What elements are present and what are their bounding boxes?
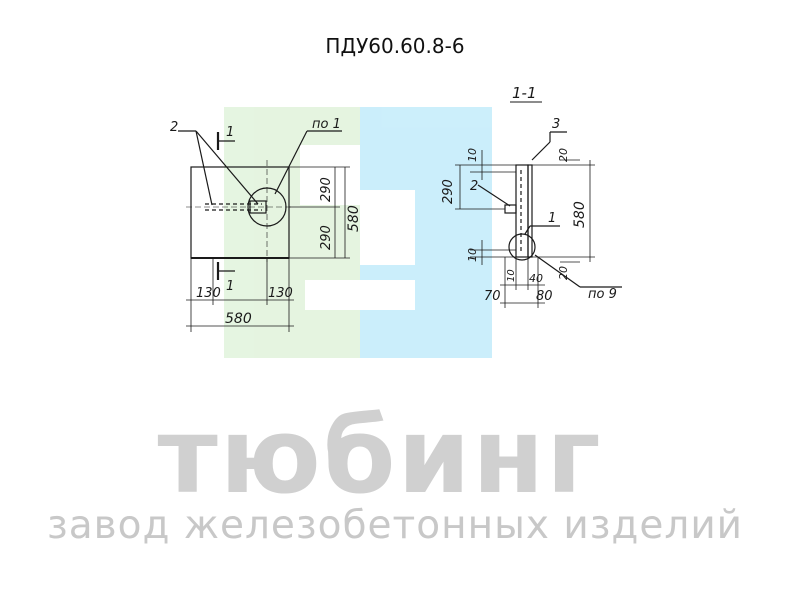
plan-section-mark-top-label: 1 [226, 125, 234, 140]
watermark-logo [224, 107, 492, 358]
plan-section-mark-bottom-label: 1 [226, 279, 234, 294]
leader-2-section-line [477, 184, 511, 207]
section-label-part3: 3 [552, 117, 560, 132]
section-dim-bottom-b: 40 [529, 272, 543, 285]
leader-2-line-a [195, 130, 213, 206]
logo-cutout-1 [300, 145, 360, 205]
leader-1-line [524, 225, 531, 235]
section-dim-bottom-left: 70 [484, 289, 501, 304]
plan-dim-right-offset: 130 [268, 286, 293, 301]
logo-cutout-2 [360, 190, 415, 265]
plan-dim-total-width: 580 [225, 311, 252, 327]
watermark-tagline: завод железобетонных изделий [46, 503, 744, 548]
section-anchor-circle [508, 233, 536, 261]
leader-po9-line [534, 254, 581, 288]
plan-view [178, 130, 350, 332]
plan-label-po1: по 1 [312, 117, 341, 132]
logo-cutout-3 [305, 280, 415, 310]
section-slab-outline [515, 164, 529, 258]
section-label-part1: 1 [548, 211, 556, 226]
leader-po1-line [274, 130, 308, 195]
plan-dim-half-top: 290 [319, 177, 334, 202]
section-dim-bottom-a: 10 [506, 269, 517, 282]
plan-dim-left-offset: 130 [196, 286, 221, 301]
section-label-po9: по 9 [588, 287, 617, 302]
section-title: 1-1 [512, 84, 537, 102]
leader-2-line-b [195, 130, 259, 205]
section-dim-bottom-total: 80 [536, 289, 553, 304]
section-slab-layer [527, 164, 533, 258]
section-dim-right-bottom: 20 [557, 266, 570, 280]
drawing-title: ПДУ60.60.8-6 [325, 34, 465, 58]
watermark-brand: тюбинг [157, 395, 603, 517]
section-dim-bottom-small: 10 [466, 248, 479, 262]
section-dim-right-top: 20 [557, 148, 570, 162]
section-anchor-plate [504, 204, 517, 214]
plan-dim-half-bottom: 290 [319, 225, 334, 250]
section-labels: 1-1 3 2 1 по 9 10 290 10 20 580 20 70 10… [441, 84, 617, 304]
plan-label-part2: 2 [170, 120, 178, 135]
section-dim-top-small: 10 [466, 148, 479, 162]
section-view [455, 101, 622, 308]
section-dim-height-half: 290 [441, 179, 456, 204]
plan-labels: 2 по 1 1 1 290 290 580 130 130 580 [170, 117, 362, 327]
leader-3-line [531, 141, 551, 161]
section-label-part2: 2 [470, 179, 478, 194]
plan-dim-total-height: 580 [346, 205, 362, 232]
section-dim-right-total: 580 [572, 201, 588, 228]
